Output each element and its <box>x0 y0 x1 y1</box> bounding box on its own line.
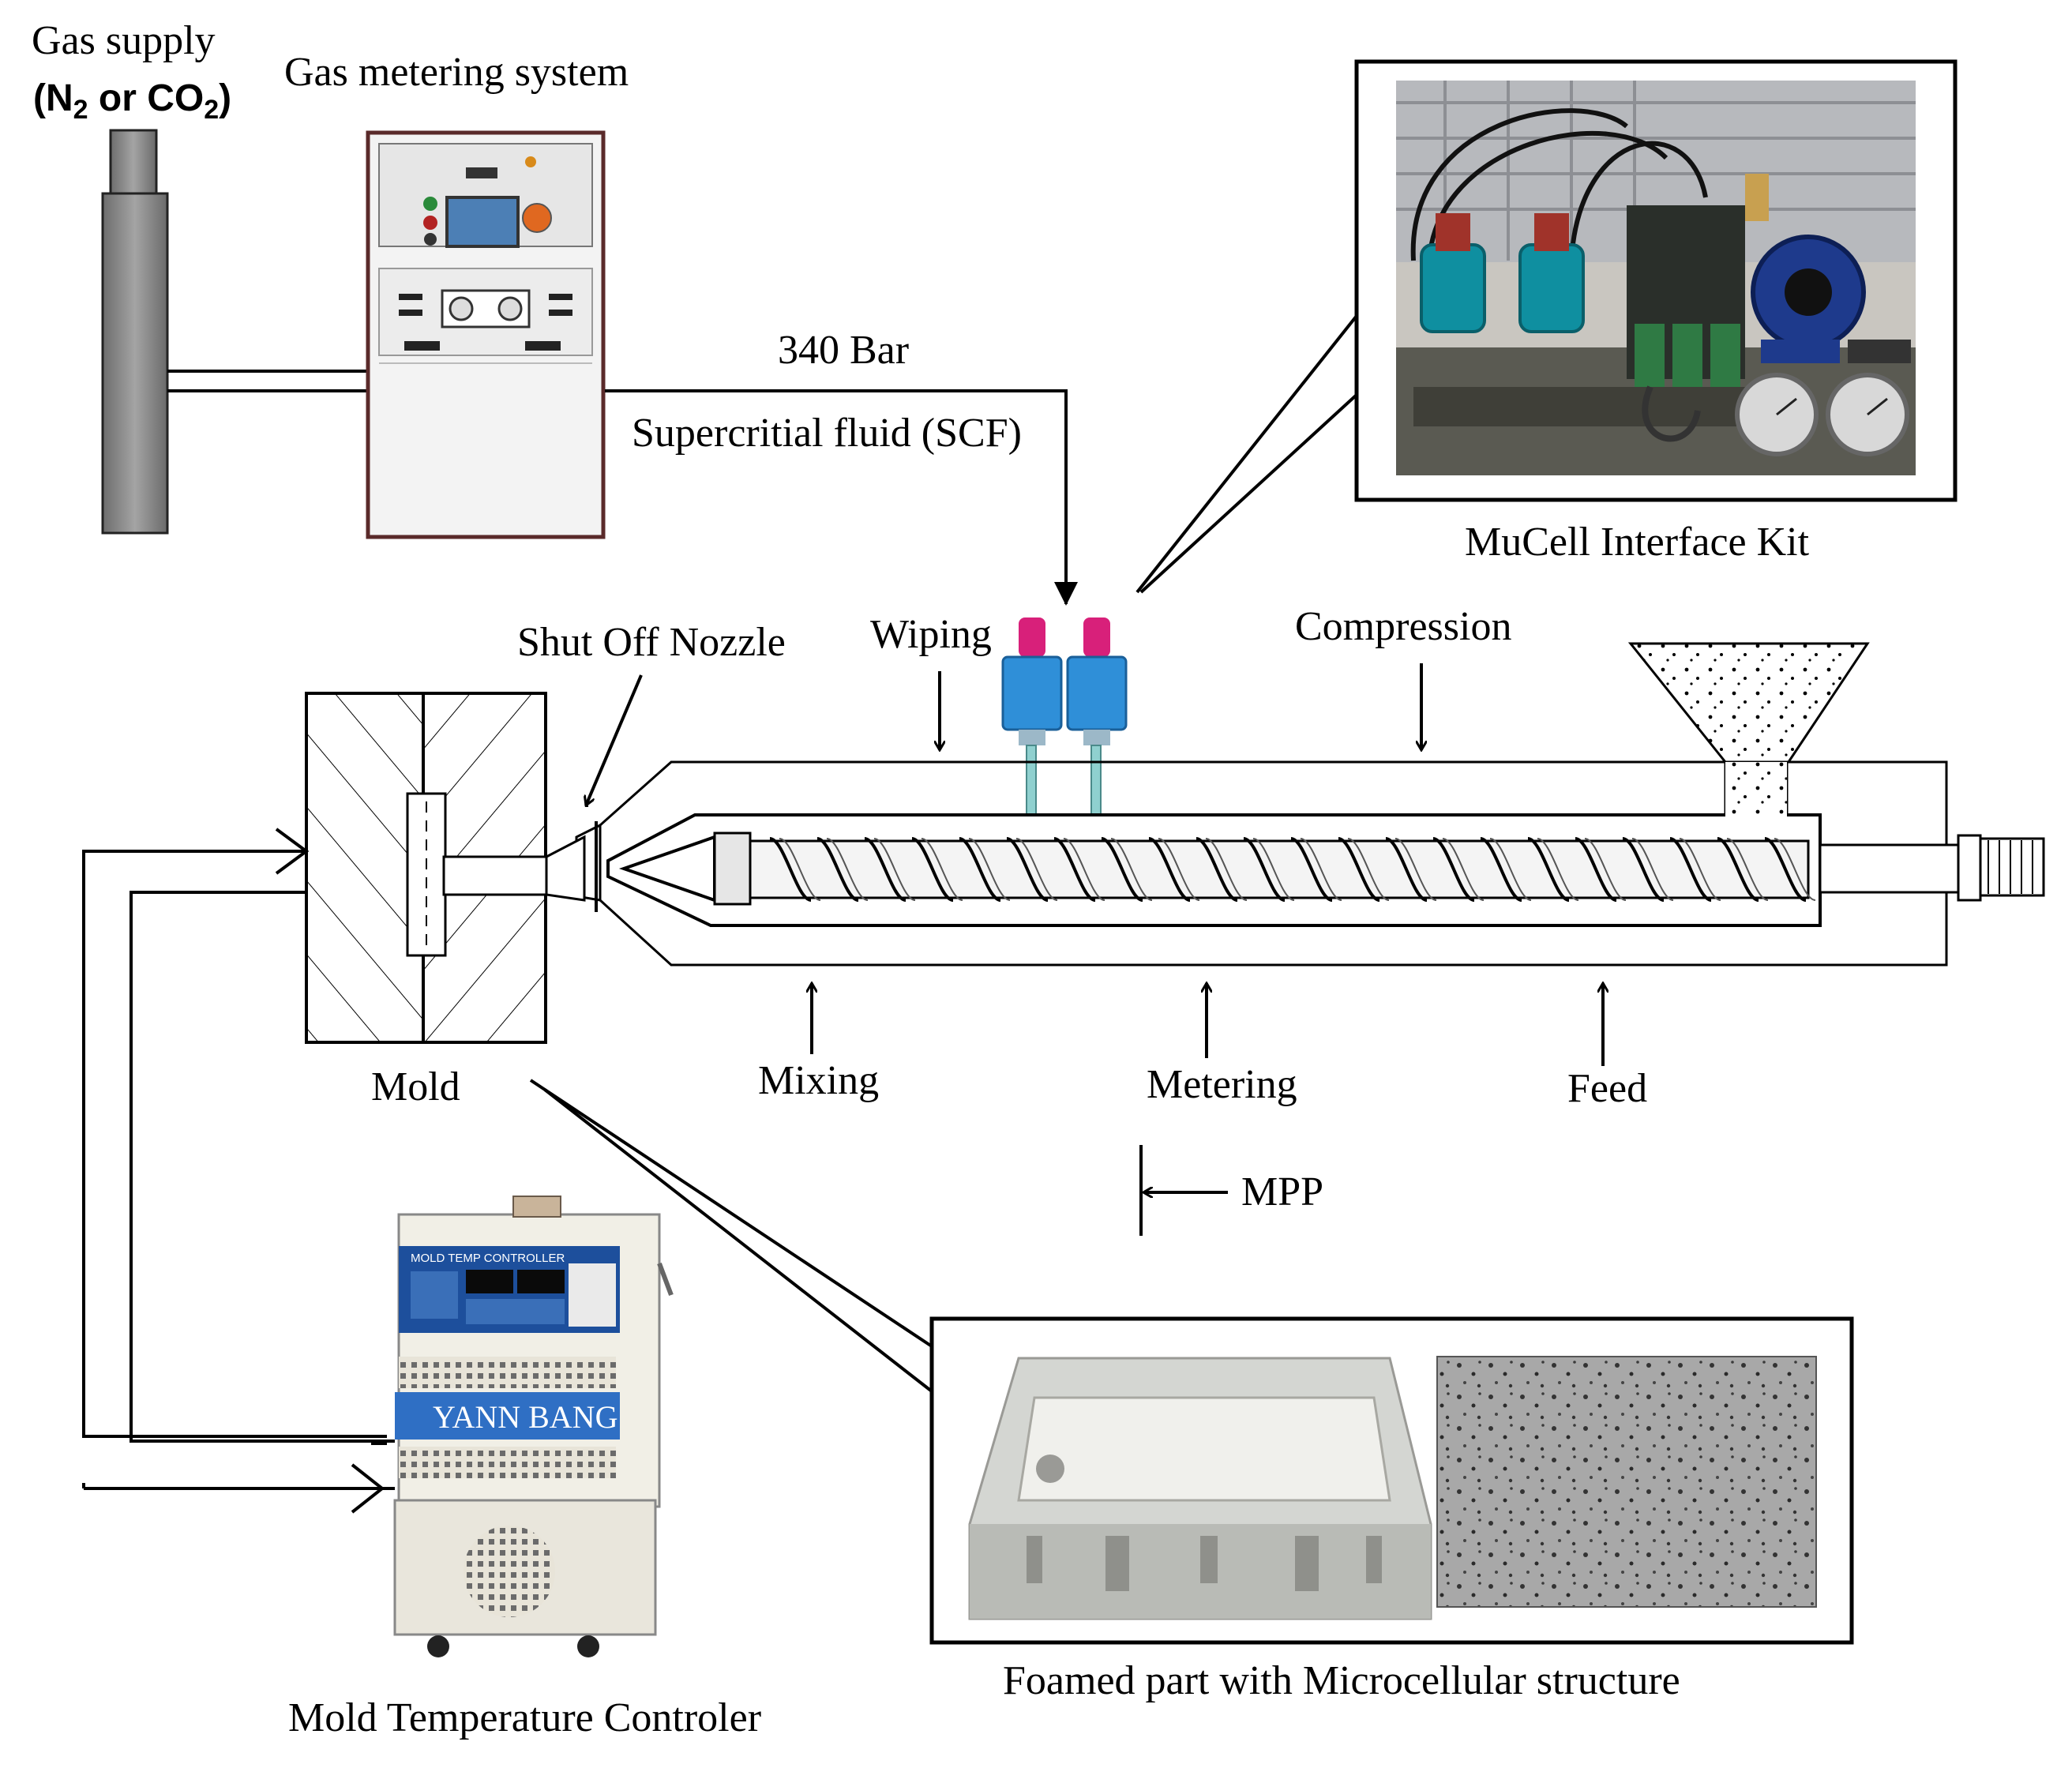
drive-shaft <box>1819 834 2045 902</box>
screw-flight-edge <box>873 838 916 901</box>
screw-flight <box>1101 837 1143 902</box>
screw-flight-edge <box>1774 838 1816 901</box>
screw-flight <box>1575 837 1617 902</box>
screw-flight-edge <box>1489 838 1532 901</box>
mucell-callout-upper <box>1135 314 1358 594</box>
gas-cylinder <box>101 129 169 535</box>
pressure-label: 340 Bar <box>778 328 909 373</box>
coolant-loop-outer <box>82 850 387 1438</box>
screw-flight-edge <box>1252 838 1295 901</box>
mucell-callout-lower <box>1139 393 1358 594</box>
mold <box>305 692 598 1044</box>
screw-flight-edge <box>1205 838 1248 901</box>
screw-flight-edge <box>1442 838 1485 901</box>
gas-supply-label: Gas supply <box>32 18 216 63</box>
screw-flight-edge <box>968 838 1011 901</box>
mucell-caption: MuCell Interface Kit <box>1465 520 1810 565</box>
screw-flight <box>1053 837 1096 902</box>
controller-panel-title: MOLD TEMP CONTROLLER <box>411 1252 565 1265</box>
scf-injector-2 <box>1066 617 1128 816</box>
screw-flight-edge <box>1394 838 1437 901</box>
scf-arrow <box>605 389 1078 606</box>
screw <box>618 831 1810 906</box>
feed-label: Feed <box>1567 1066 1647 1111</box>
shut-off-nozzle-label: Shut Off Nozzle <box>517 620 786 665</box>
screw-flight <box>1622 837 1665 902</box>
screw-flight-edge <box>779 838 821 901</box>
screw-flight-edge <box>1063 838 1105 901</box>
screw-flight-edge <box>1537 838 1579 901</box>
wiping-label: Wiping <box>870 612 992 657</box>
screw-flight <box>911 837 954 902</box>
shut-off-arrow <box>586 674 643 805</box>
screw-flight <box>1717 837 1759 902</box>
microcellular-sem-photo <box>1436 1356 1817 1608</box>
screw-flight <box>1243 837 1286 902</box>
mixing-label: Mixing <box>758 1058 879 1103</box>
temp-controller-caption: Mold Temperature Controler <box>288 1695 761 1740</box>
coolant-loop-inner <box>130 891 395 1443</box>
screw-flight <box>1669 837 1712 902</box>
screw-flight-edge <box>826 838 869 901</box>
foamed-callout-lower <box>543 1088 933 1393</box>
screw-flight <box>769 837 812 902</box>
mold-label: Mold <box>371 1064 460 1109</box>
screw-flight <box>1148 837 1191 902</box>
screw-flight <box>1338 837 1380 902</box>
coolant-inlet-arrowhead <box>275 828 310 875</box>
screw-flight-edge <box>1726 838 1769 901</box>
screw-flight-edge <box>1679 838 1721 901</box>
hopper <box>1627 642 1870 817</box>
screw-flight-edge <box>921 838 963 901</box>
foamed-caption: Foamed part with Microcellular structure <box>1003 1658 1680 1703</box>
screw-flight <box>1290 837 1333 902</box>
mold-temp-controller: MOLD TEMP CONTROLLER YANN BANG <box>393 1196 674 1657</box>
screw-flight <box>1006 837 1049 902</box>
screw-flight-edge <box>1584 838 1627 901</box>
coolant-outlet-arrowhead <box>351 1463 385 1514</box>
scf-injector-1 <box>1001 617 1063 816</box>
screw-flight-edge <box>1110 838 1153 901</box>
screw-flight-edge <box>1347 838 1390 901</box>
mucell-photo <box>1396 81 1916 475</box>
screw-flights <box>769 837 1816 902</box>
compression-label: Compression <box>1295 604 1511 649</box>
screw-flight <box>1196 837 1238 902</box>
screw-flight <box>1432 837 1475 902</box>
screw-flight-edge <box>1300 838 1342 901</box>
foamed-part-photo <box>968 1357 1432 1620</box>
screw-flight <box>1480 837 1522 902</box>
screw-flight <box>1527 837 1570 902</box>
screw-flight <box>959 837 1001 902</box>
metering-label: Metering <box>1147 1062 1297 1107</box>
gas-metering-cabinet <box>366 130 606 539</box>
gas-supply-formula: (N2 or CO2) <box>33 77 231 125</box>
screw-flight <box>1385 837 1428 902</box>
controller-brand: YANN BANG <box>433 1399 617 1435</box>
screw-flight-edge <box>1158 838 1200 901</box>
foamed-callout-upper <box>529 1079 933 1348</box>
screw-flight-edge <box>1631 838 1674 901</box>
screw-flight <box>864 837 906 902</box>
screw-flight <box>1764 837 1807 902</box>
scf-label: Supercritial fluid (SCF) <box>632 411 1022 456</box>
gas-metering-label: Gas metering system <box>284 50 629 95</box>
screw-flight-edge <box>1015 838 1058 901</box>
screw-flight <box>816 837 859 902</box>
mpp-label: MPP <box>1241 1169 1323 1214</box>
